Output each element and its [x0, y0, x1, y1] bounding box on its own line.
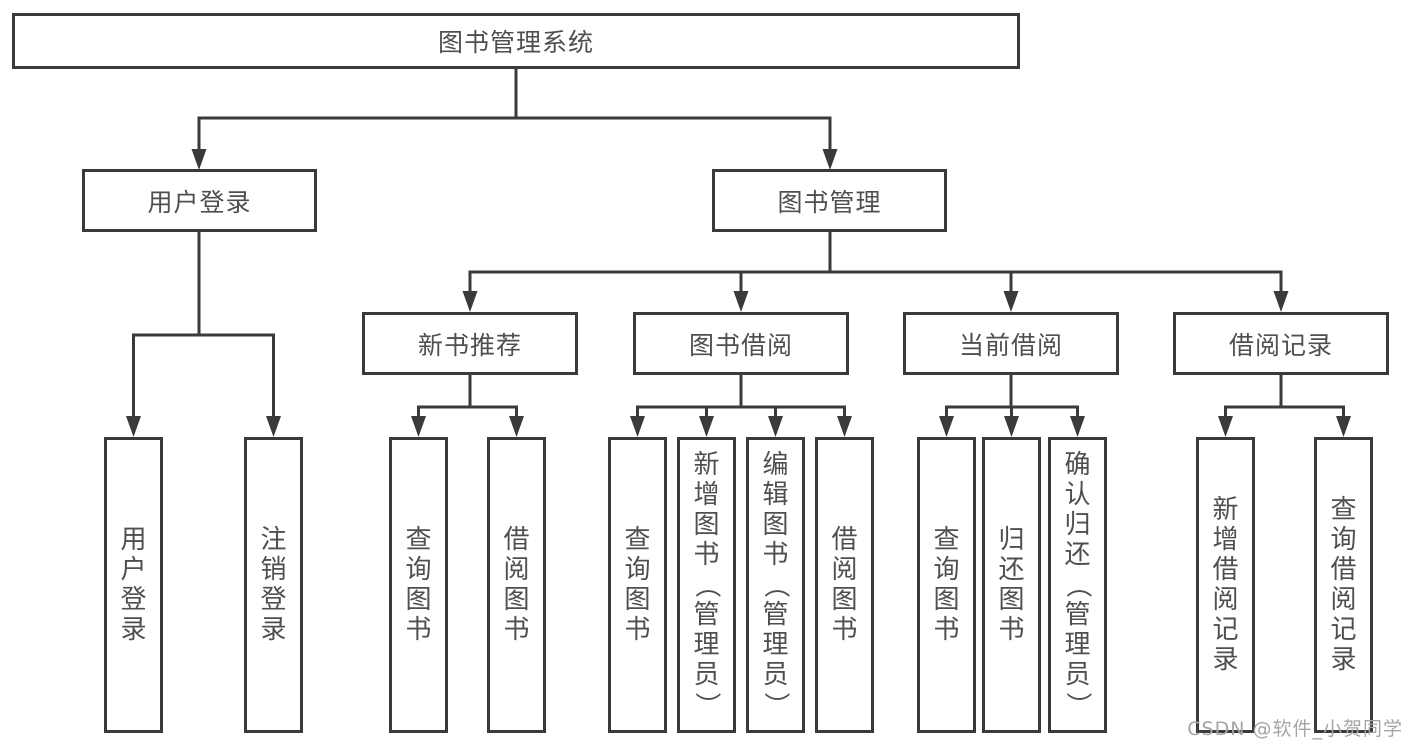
leaf-borrowing-borrow-books: 借阅图书	[815, 437, 874, 733]
node-book-management-module: 图书管理	[712, 169, 947, 232]
leaf-borrowing-add-books-admin: 新增图书（管理员）	[677, 437, 736, 733]
node-user-login-module: 用户登录	[82, 169, 317, 232]
node-root: 图书管理系统	[12, 13, 1020, 69]
leaf-records-query-record: 查询借阅记录	[1314, 437, 1373, 733]
node-new-book-recommend: 新书推荐	[362, 312, 578, 375]
leaf-current-query-books: 查询图书	[917, 437, 976, 733]
node-current-borrowing: 当前借阅	[903, 312, 1119, 375]
leaf-current-confirm-return-admin: 确认归还（管理员）	[1048, 437, 1107, 733]
leaf-user-login: 用户登录	[104, 437, 163, 733]
leaf-logout: 注销登录	[244, 437, 303, 733]
leaf-borrowing-query-books: 查询图书	[608, 437, 667, 733]
node-book-borrowing: 图书借阅	[633, 312, 849, 375]
leaf-newbook-query-books: 查询图书	[389, 437, 448, 733]
leaf-records-add-record: 新增借阅记录	[1196, 437, 1255, 733]
leaf-current-return-books: 归还图书	[982, 437, 1041, 733]
leaf-newbook-borrow-books: 借阅图书	[487, 437, 546, 733]
leaf-borrowing-edit-books-admin: 编辑图书（管理员）	[746, 437, 805, 733]
node-borrowing-records: 借阅记录	[1173, 312, 1389, 375]
arrowheads	[126, 149, 1351, 437]
csdn-watermark: CSDN @软件_小贺同学	[1187, 718, 1403, 740]
